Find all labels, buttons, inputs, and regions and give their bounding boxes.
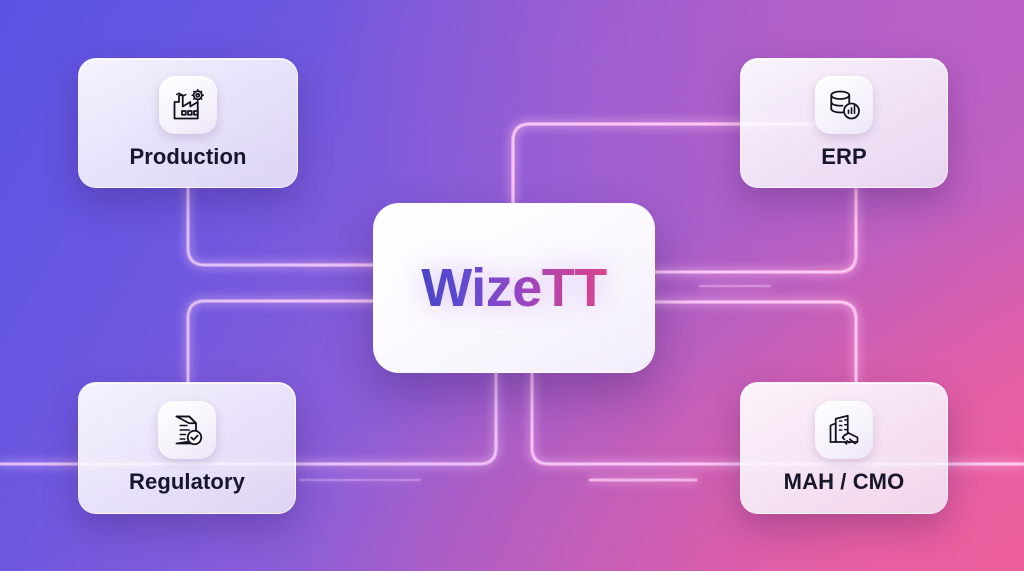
factory-gear-icon xyxy=(159,76,217,134)
node-label-erp: ERP xyxy=(821,144,867,169)
node-label-production: Production xyxy=(129,144,247,169)
node-card-erp[interactable]: ERP xyxy=(740,58,948,188)
database-chart-icon xyxy=(815,76,873,134)
node-card-regulatory[interactable]: Regulatory xyxy=(78,382,296,514)
wizett-hub-card[interactable]: WizeTT xyxy=(373,203,655,373)
node-label-mah-cmo: MAH / CMO xyxy=(783,469,905,494)
node-card-production[interactable]: Production xyxy=(78,58,298,188)
document-check-icon xyxy=(158,401,216,459)
wizett-logo: WizeTT xyxy=(421,258,607,318)
node-label-regulatory: Regulatory xyxy=(129,469,245,494)
node-card-mah-cmo[interactable]: MAH / CMO xyxy=(740,382,948,514)
building-handshake-icon xyxy=(815,401,873,459)
